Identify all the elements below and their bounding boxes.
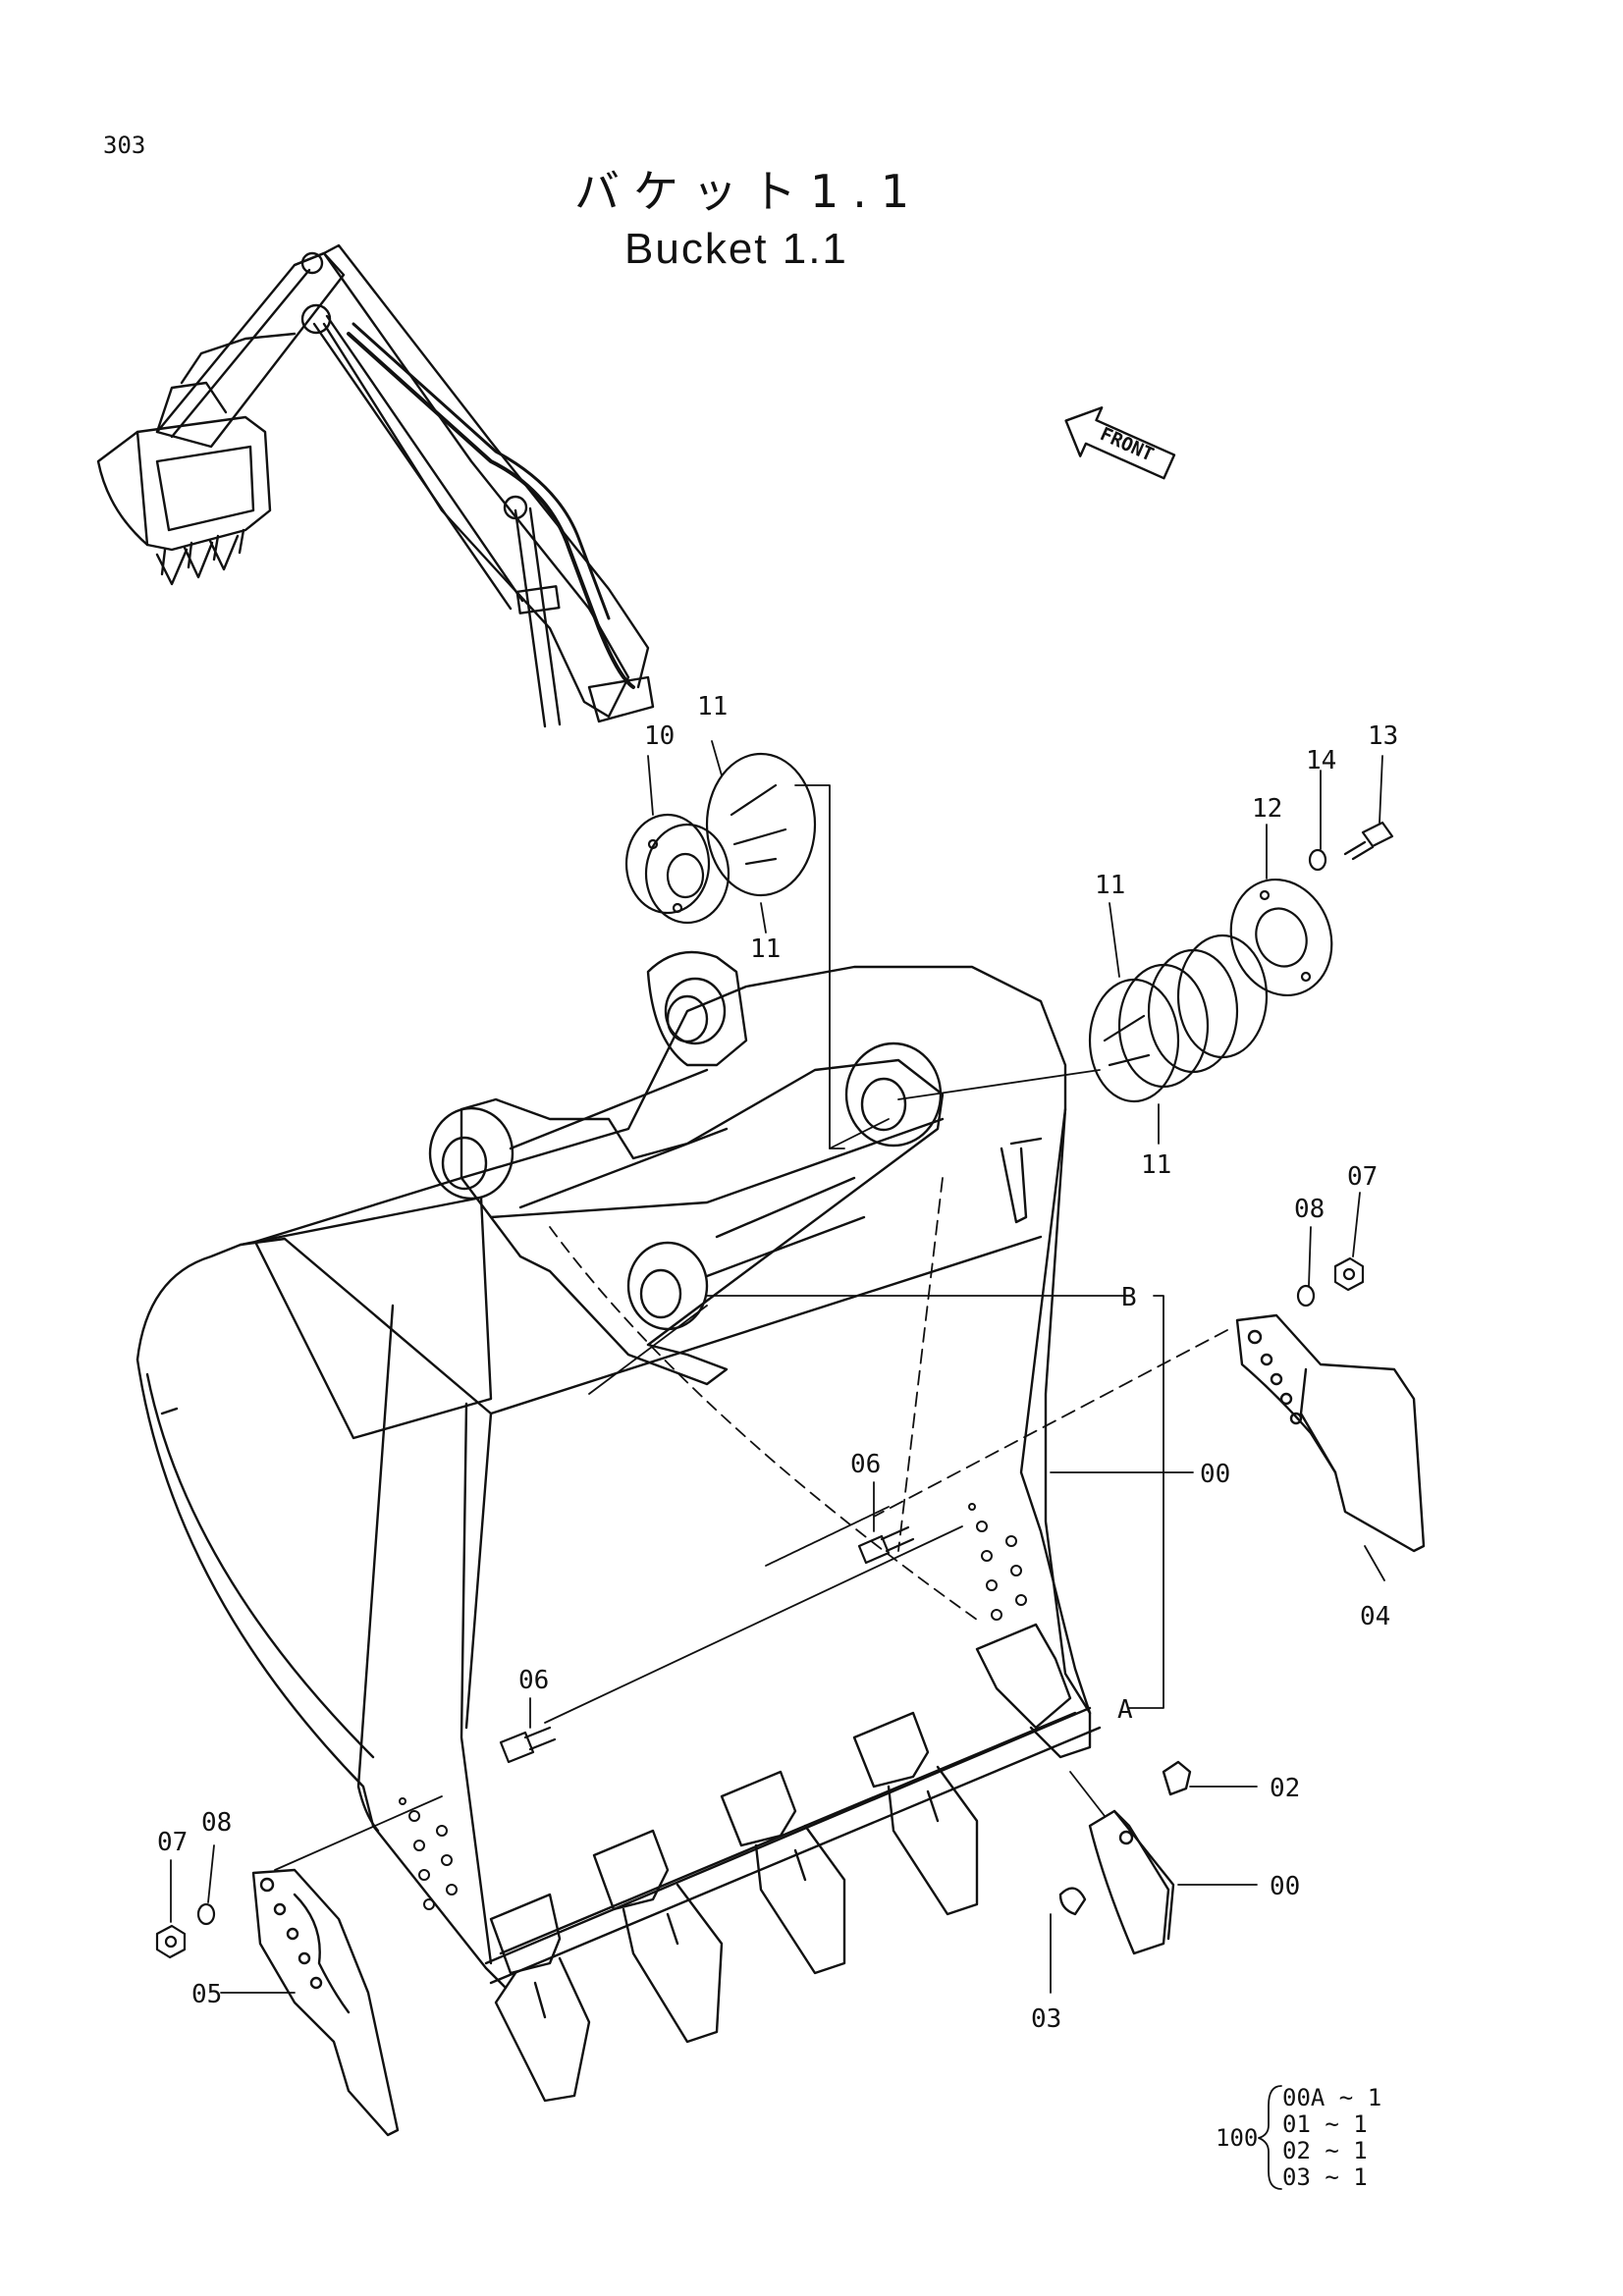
- callout-00: 00: [1200, 1460, 1230, 1489]
- callout-13: 13: [1368, 721, 1398, 751]
- callout-03: 03: [1031, 2004, 1061, 2034]
- callout-11: 11: [1095, 871, 1125, 900]
- leader-lines: [170, 740, 1385, 2190]
- front-arrow-label: FRONT: [1097, 423, 1157, 465]
- callout-08: 08: [1294, 1195, 1325, 1224]
- callout-11: 11: [1141, 1150, 1171, 1180]
- bucket-body: [135, 965, 1102, 1990]
- side-cutter-left-05: [251, 1868, 400, 2137]
- front-direction-arrow-icon: [1064, 406, 1176, 480]
- callout-00: 00: [1270, 1872, 1300, 1901]
- callout-10: 10: [644, 721, 675, 751]
- callout-06: 06: [518, 1666, 549, 1695]
- callout-08: 08: [201, 1808, 232, 1838]
- callout-05: 05: [191, 1980, 222, 2009]
- title-english: Bucket 1.1: [624, 225, 848, 273]
- callout-02: 02: [1270, 1774, 1300, 1803]
- callout-labels: 10 11 11 11 11 12 13 14 08 07 B 06 00 04…: [157, 692, 1398, 2034]
- callout-b: B: [1121, 1283, 1137, 1312]
- bucket-top-brackets: [428, 950, 1043, 1386]
- title-japanese: バケット1.1: [574, 165, 924, 218]
- callout-07: 07: [1347, 1162, 1378, 1192]
- excavator-boom-arm-illustration: [96, 243, 655, 728]
- bucket-teeth-row: [489, 1623, 1192, 2103]
- page-number: 303: [103, 132, 146, 159]
- side-cutter-right-04: [1235, 1313, 1426, 1553]
- callout-04: 04: [1360, 1602, 1390, 1631]
- callout-06: 06: [850, 1450, 881, 1479]
- kit-row: 01 ~ 1: [1282, 2110, 1368, 2138]
- kit-row: 03 ~ 1: [1282, 2163, 1368, 2191]
- kit-row: 00A ~ 1: [1282, 2084, 1381, 2111]
- callout-07: 07: [157, 1828, 188, 1857]
- hardware-parts: [155, 752, 1394, 1959]
- kit-row: 02 ~ 1: [1282, 2137, 1368, 2164]
- callout-11: 11: [750, 934, 781, 964]
- callout-11: 11: [697, 692, 728, 721]
- callout-a: A: [1117, 1695, 1133, 1725]
- callout-12: 12: [1252, 794, 1282, 824]
- callout-14: 14: [1306, 746, 1336, 775]
- kit-number: 100: [1216, 2124, 1258, 2152]
- kit-composition-table: 100 00A ~ 1 01 ~ 1 02 ~ 1 03 ~ 1: [1216, 2084, 1381, 2191]
